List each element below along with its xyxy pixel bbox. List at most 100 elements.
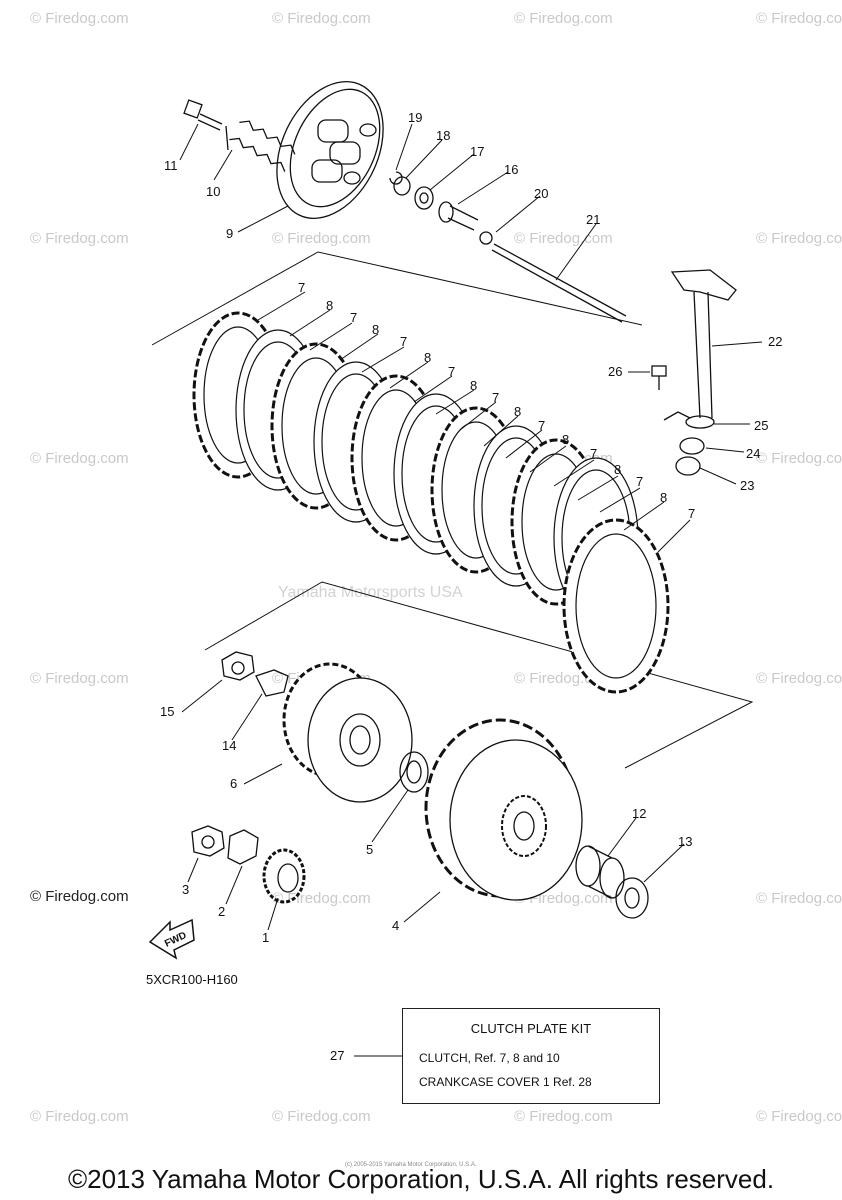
- washer-25: [685, 415, 715, 429]
- watermark: © Firedog.com: [514, 230, 613, 247]
- callout-5: 5: [366, 842, 374, 857]
- watermark: © Firedog.com: [756, 1108, 842, 1125]
- bolt: [183, 99, 223, 131]
- thrust-washer: [399, 751, 429, 793]
- watermark: © Firedog.com: [756, 670, 842, 687]
- firedog-mark: © Firedog.com: [30, 888, 129, 905]
- needle-bearing: [675, 456, 701, 476]
- callout-15: 15: [160, 704, 175, 719]
- watermark: © Firedog.com: [756, 450, 842, 467]
- bolt-26: [651, 365, 667, 390]
- callout-8: 8: [326, 298, 334, 313]
- watermark: © Firedog.com: [514, 10, 613, 27]
- lock-washer-2: [227, 829, 259, 865]
- nut-3: [191, 825, 225, 857]
- callout-27: 27: [330, 1048, 345, 1063]
- callout-7: 7: [298, 280, 306, 295]
- nut: [221, 651, 255, 681]
- callout-12: 12: [632, 806, 647, 821]
- callout-1: 1: [262, 930, 270, 945]
- callout-4: 4: [392, 918, 400, 933]
- callout-26: 26: [608, 364, 623, 379]
- callout-7: 7: [400, 334, 408, 349]
- callout-19: 19: [408, 110, 423, 125]
- callout-7: 7: [590, 446, 598, 461]
- callout-2: 2: [218, 904, 226, 919]
- diagram-code: 5XCR100-H160: [146, 972, 238, 987]
- plate-stack-bracket-bottom: [204, 581, 754, 769]
- oil-seal: [679, 437, 705, 455]
- callout-13: 13: [678, 834, 693, 849]
- callout-7: 7: [448, 364, 456, 379]
- callout-6: 6: [230, 776, 238, 791]
- push-rod-short: [438, 201, 479, 231]
- kit-title: CLUTCH PLATE KIT: [470, 1021, 592, 1036]
- callout-8: 8: [614, 462, 622, 477]
- watermark: © Firedog.com: [30, 10, 129, 27]
- clutch-housing: [424, 718, 583, 901]
- plate-stack-bracket-top: [151, 251, 643, 346]
- ball: [479, 231, 493, 245]
- callout-7: 7: [492, 390, 500, 405]
- watermark: © Firedog.com: [30, 1108, 129, 1125]
- kit-line-1: CLUTCH, Ref. 7, 8 and 10: [419, 1051, 560, 1065]
- callout-8: 8: [660, 490, 668, 505]
- pressure-plate: [276, 81, 384, 219]
- callout-7: 7: [350, 310, 358, 325]
- clutch-plate-stack: [192, 311, 670, 694]
- watermark: © Firedog.com: [30, 230, 129, 247]
- callout-25: 25: [754, 418, 769, 433]
- callout-20: 20: [534, 186, 549, 201]
- watermark: © Firedog.com: [756, 10, 842, 27]
- callout-21: 21: [586, 212, 601, 227]
- bearing: [414, 186, 434, 210]
- watermark: © Firedog.com: [514, 1108, 613, 1125]
- washer: [393, 176, 411, 196]
- callout-8: 8: [514, 404, 522, 419]
- watermark: © Firedog.com: [30, 670, 129, 687]
- center-watermark: Yamaha Motorsports USA: [278, 584, 463, 601]
- lever-clip: [663, 411, 691, 421]
- watermark: © Firedog.com: [756, 230, 842, 247]
- fwd-label: FWD: [163, 930, 188, 950]
- watermark: © Firedog.com: [272, 230, 371, 247]
- callout-7: 7: [538, 418, 546, 433]
- watermark: © Firedog.com: [30, 450, 129, 467]
- callout-11: 11: [164, 158, 178, 173]
- callout-14: 14: [222, 738, 237, 753]
- callout-9: 9: [226, 226, 234, 241]
- exploded-view-drawing: FWD: [148, 81, 763, 1057]
- callout-7: 7: [688, 506, 696, 521]
- leader-lines: [179, 123, 763, 1057]
- small-credit: (c) 2005-2015 Yamaha Motor Corporation, …: [345, 1162, 477, 1168]
- callout-7: 7: [636, 474, 644, 489]
- callout-18: 18: [436, 128, 451, 143]
- kit-line-2: CRANKCASE COVER 1 Ref. 28: [419, 1075, 592, 1089]
- callout-8: 8: [470, 378, 478, 393]
- circlip: [389, 171, 403, 185]
- push-lever-shaft: [670, 269, 737, 419]
- watermark: © Firedog.com: [756, 890, 842, 907]
- plain-washer: [615, 877, 649, 919]
- callout-3: 3: [182, 882, 190, 897]
- watermark: © Firedog.com: [272, 1108, 371, 1125]
- callout-24: 24: [746, 446, 761, 461]
- callout-22: 22: [768, 334, 783, 349]
- push-rod-long: [491, 243, 627, 323]
- callout-23: 23: [740, 478, 755, 493]
- clutch-boss: [282, 662, 413, 803]
- clutch-plate-kit-box: CLUTCH PLATE KIT CLUTCH, Ref. 7, 8 and 1…: [402, 1008, 660, 1104]
- callout-17: 17: [470, 144, 485, 159]
- callout-8: 8: [424, 350, 432, 365]
- callout-16: 16: [504, 162, 519, 177]
- clutch-spring: [225, 120, 296, 172]
- lock-washer: [255, 669, 289, 697]
- bearing-inner: [419, 192, 429, 204]
- callout-8: 8: [562, 432, 570, 447]
- callout-10: 10: [206, 184, 221, 199]
- primary-drive-gear: [262, 848, 306, 904]
- callout-8: 8: [372, 322, 380, 337]
- watermark: © Firedog.com: [272, 10, 371, 27]
- copyright-notice: ©2013 Yamaha Motor Corporation, U.S.A. A…: [67, 1164, 775, 1194]
